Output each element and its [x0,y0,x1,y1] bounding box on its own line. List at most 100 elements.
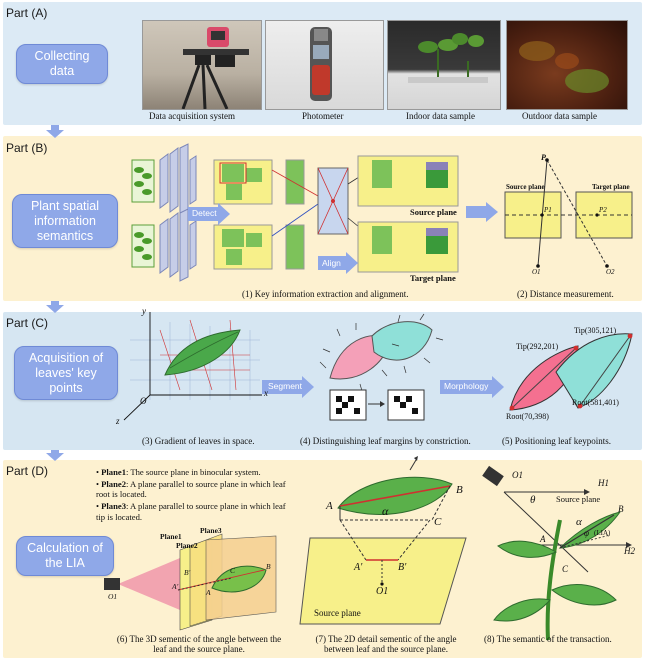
acquisition-keypoints-pill: Acquisition of leaves' key points [14,346,118,400]
axis-y-label: y [142,306,146,316]
b-prime-3d-label: B' [184,568,191,577]
theta-label: θ [530,494,536,506]
root-right-label: Root(581,401) [572,398,619,407]
distance-measurement-diagram [504,158,633,268]
source-plane-8-label: Source plane [556,494,601,504]
segment-label: Segment [268,381,303,391]
caption-leaf-margins: (4) Distinguishing leaf margins by const… [300,436,471,446]
part-c-label: Part (C) [6,316,48,330]
network-blocks-bottom [159,208,197,282]
segment-arrow [262,376,314,398]
photometer-photo [265,20,384,110]
caption-outdoor-sample: Outdoor data sample [522,111,597,121]
part-b-diagram [131,143,633,282]
detection-image-bottom [213,224,305,270]
part-b-label: Part (B) [6,141,48,155]
align-label: Align [322,258,341,268]
input-plant-image-1 [131,159,155,203]
tripod-camera-icon [181,27,249,110]
3d-semantic-diagram [104,533,277,631]
caption-transaction: (8) The semantic of the transaction. [484,634,612,644]
a-prime-2d-label: A' [354,562,363,573]
root-left-label: Root(70,398) [506,412,549,421]
outdoor-plant-icon [519,41,609,93]
a-prime-3d-label: A' [172,582,179,591]
input-plant-image-2 [131,224,155,268]
plane3-label: Plane3 [200,526,222,535]
align-arrow [318,252,358,274]
morphology-label: Morphology [444,381,489,391]
phi-label: φ [584,528,589,538]
caption-photometer: Photometer [302,111,344,121]
down-arrow-stem-2 [51,301,59,307]
point-o2-label: O2 [606,268,615,276]
leaf-margin-leaves [319,313,444,392]
indoor-sample-photo [387,20,501,110]
keypoint-leaves [509,333,633,411]
point-o1-label: O1 [532,268,541,276]
caption-2d-semantic: (7) The 2D detail sementic of the angle … [315,634,457,655]
caption-gradient: (3) Gradient of leaves in space. [142,436,255,446]
bullet-plane3: • Plane3: A plane parallel to source pla… [96,501,286,522]
bullet-plane1: • Plane1: The source plane in binocular … [96,467,261,477]
plane1-label: Plane1 [160,532,182,541]
tip-left-label: Tip(292,201) [516,342,559,351]
alpha-8-label: α [576,516,582,528]
c-2d-label: C [434,516,442,528]
transaction-semantic-diagram [482,465,632,641]
binary-grid-1 [329,389,367,421]
c-8-label: C [562,564,569,574]
detect-label: Detect [192,208,217,218]
b-2d-label: B [456,484,463,496]
morphology-arrow [440,376,504,398]
target-plane-label: Target plane [410,273,456,283]
lia-label: (LIA) [594,529,611,537]
photometer-icon [310,27,332,101]
dist-target-plane-label: Target plane [592,183,630,191]
b-8-label: B [618,504,624,514]
indoor-plant-icon [408,33,488,83]
network-blocks-top [159,143,197,217]
source-plane-result [357,155,459,207]
o1-3d-label: O1 [108,592,118,601]
down-arrow-1 [46,130,64,138]
caption-key-info: (1) Key information extraction and align… [242,289,409,299]
target-plane-result [357,221,459,273]
down-arrow-stem-1 [51,125,59,131]
axis-origin-label: O [140,396,147,406]
detect-arrow [188,203,230,225]
part-c-diagram [123,312,633,421]
source-plane-2d-label: Source plane [314,608,361,618]
h1-label: H1 [598,478,609,488]
plane2-label: Plane2 [176,541,198,550]
c-3d-label: C [230,566,236,575]
plant-spatial-pill: Plant spatial information semantics [12,194,118,248]
axis-x-label: x [264,388,268,398]
axis-z-label: z [116,416,120,426]
caption-data-acquisition: Data acquisition system [149,111,235,121]
point-p2-label: P2 [599,206,607,214]
o1-2d-label: O1 [376,586,389,597]
dist-source-plane-label: Source plane [506,183,545,191]
caption-indoor-sample: Indoor data sample [406,111,475,121]
source-plane-label: Source plane [410,207,457,217]
point-p1-label: P1 [544,206,552,214]
b-3d-label: B [266,562,271,571]
outdoor-sample-photo [506,20,628,110]
bullet-plane2: • Plane2: A plane parallel to source pla… [96,479,286,500]
part-d-label: Part (D) [6,464,48,478]
part-a-label: Part (A) [6,6,48,20]
point-p-label: P [541,153,546,162]
down-arrow-2 [46,305,64,313]
tip-right-label: Tip(305,121) [574,326,617,335]
alpha-2d-label: α [382,504,389,518]
calculation-lia-pill: Calculation of the LIA [16,536,114,576]
to-distance-arrow [466,202,498,222]
b-prime-2d-label: B' [398,562,407,573]
a-3d-label: A [206,588,211,597]
o1-8-label: O1 [512,470,523,480]
caption-3d-semantic: (6) The 3D sementic of the angle between… [116,634,282,655]
align-box [317,167,349,235]
data-acquisition-photo [142,20,262,110]
